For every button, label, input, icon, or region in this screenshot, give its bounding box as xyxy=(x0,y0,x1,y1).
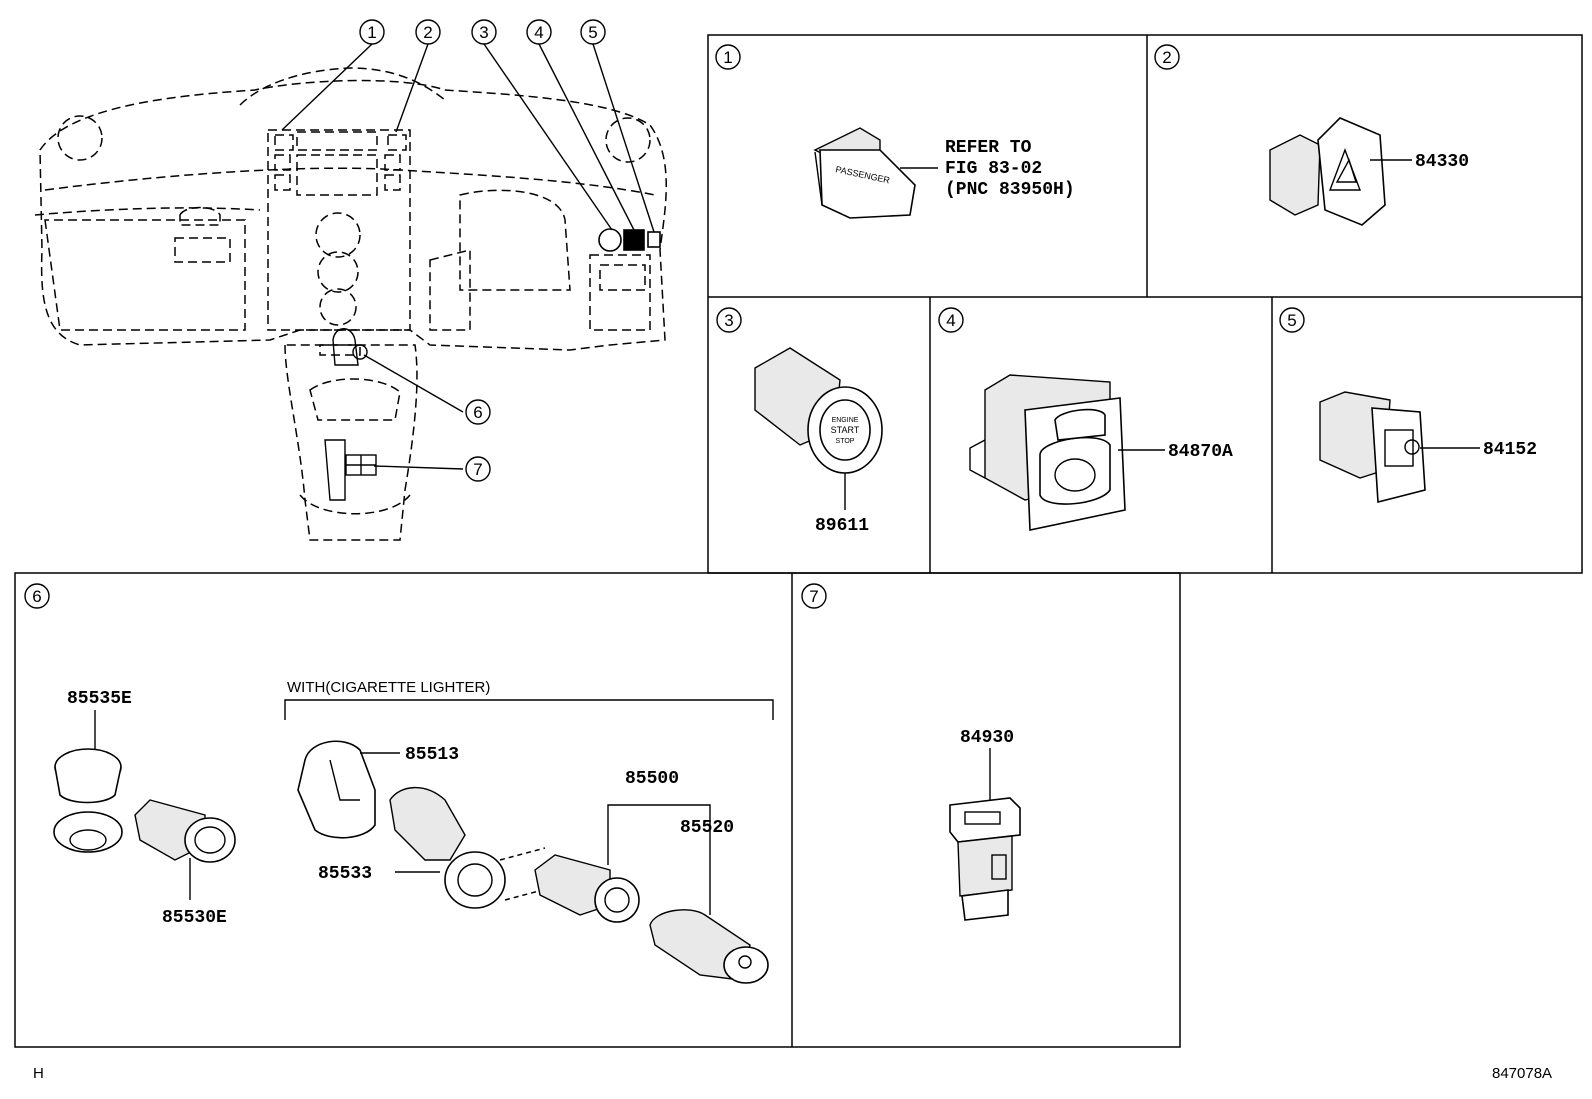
panel-4-number: 4 xyxy=(938,307,964,333)
panel-4: 4 84870A xyxy=(938,307,1233,531)
svg-text:1: 1 xyxy=(367,23,376,42)
part-number-84330: 84330 xyxy=(1415,152,1469,172)
panel-3-number: 3 xyxy=(716,307,742,333)
callout-1: 1 xyxy=(359,19,385,45)
refer-line-2: FIG 83-02 xyxy=(945,159,1042,179)
callout-2: 2 xyxy=(415,19,441,45)
panel-5: 5 84152 xyxy=(1279,307,1537,504)
panel-7-number: 7 xyxy=(801,583,827,609)
callout-4: 4 xyxy=(526,19,552,45)
lighter-ring xyxy=(297,740,376,839)
panel-borders xyxy=(14,34,1583,1048)
svg-text:7: 7 xyxy=(473,460,482,479)
diagram-id: 847078A xyxy=(1492,1065,1552,1082)
svg-text:5: 5 xyxy=(588,23,597,42)
part-number-84152: 84152 xyxy=(1483,440,1537,460)
svg-text:3: 3 xyxy=(479,23,488,42)
svg-text:7: 7 xyxy=(809,587,818,606)
svg-text:ENGINE: ENGINE xyxy=(832,417,859,424)
part-number-85513: 85513 xyxy=(405,745,459,765)
part-number-85500: 85500 xyxy=(625,769,679,789)
panel-2-number: 2 xyxy=(1154,44,1180,70)
part-number-84930: 84930 xyxy=(960,728,1014,748)
part-number-85520: 85520 xyxy=(680,818,734,838)
console-switch xyxy=(949,797,1021,921)
panel-1: 1 PASSENGER REFER TO FIG 83-02 (PNC 8395… xyxy=(715,44,1075,219)
panel-6: 6 85535E 85530E WITH(CIGARETTE LIGHTER) … xyxy=(24,583,774,984)
panel-2: 2 84330 xyxy=(1154,44,1469,226)
callout-7: 7 xyxy=(465,456,491,482)
lighter-icon xyxy=(738,955,752,969)
panel-1-number: 1 xyxy=(715,44,741,70)
power-outlet-cap xyxy=(53,748,123,853)
svg-text:2: 2 xyxy=(423,23,432,42)
overview-callouts: 1 2 3 4 5 6 7 xyxy=(281,19,655,482)
part-number-89611: 89611 xyxy=(815,516,869,536)
mirror-control-switch xyxy=(969,374,1126,531)
part-number-84870a: 84870A xyxy=(1168,442,1233,462)
part-number-85533: 85533 xyxy=(318,864,372,884)
panel-3: 3 ENGINE START STOP 89611 xyxy=(716,307,883,536)
cigarette-lighter xyxy=(649,909,769,984)
part-number-85535e: 85535E xyxy=(67,689,132,709)
passenger-airbag-indicator: PASSENGER xyxy=(813,127,916,219)
hazard-switch xyxy=(1269,117,1386,226)
callout-3: 3 xyxy=(471,19,497,45)
svg-text:START: START xyxy=(831,425,860,435)
svg-text:1: 1 xyxy=(723,48,732,67)
svg-text:2: 2 xyxy=(1162,48,1171,67)
svg-text:4: 4 xyxy=(534,23,543,42)
svg-text:5: 5 xyxy=(1287,311,1296,330)
panel-5-number: 5 xyxy=(1279,307,1305,333)
refer-line-3: (PNC 83950H) xyxy=(945,180,1075,200)
footer-left: H xyxy=(33,1065,44,1082)
part-number-85530e: 85530E xyxy=(162,908,227,928)
panel-6-number: 6 xyxy=(24,583,50,609)
svg-text:6: 6 xyxy=(32,587,41,606)
callout-5: 5 xyxy=(580,19,606,45)
svg-text:STOP: STOP xyxy=(836,438,855,445)
lighter-socket xyxy=(534,854,640,923)
svg-text:6: 6 xyxy=(473,403,482,422)
svg-text:4: 4 xyxy=(946,311,955,330)
power-outlet-socket xyxy=(134,799,236,863)
refer-line-1: REFER TO xyxy=(945,138,1032,158)
panel-7: 7 84930 xyxy=(801,583,1021,921)
lighter-housing xyxy=(389,786,506,909)
group-title: WITH(CIGARETTE LIGHTER) xyxy=(287,679,490,696)
light-control-switch xyxy=(1319,391,1426,504)
dashboard-overview xyxy=(34,67,667,541)
headlight-level-icon xyxy=(1404,439,1420,455)
svg-text:3: 3 xyxy=(724,311,733,330)
callout-6: 6 xyxy=(465,399,491,425)
engine-start-button: ENGINE START STOP xyxy=(754,347,883,474)
